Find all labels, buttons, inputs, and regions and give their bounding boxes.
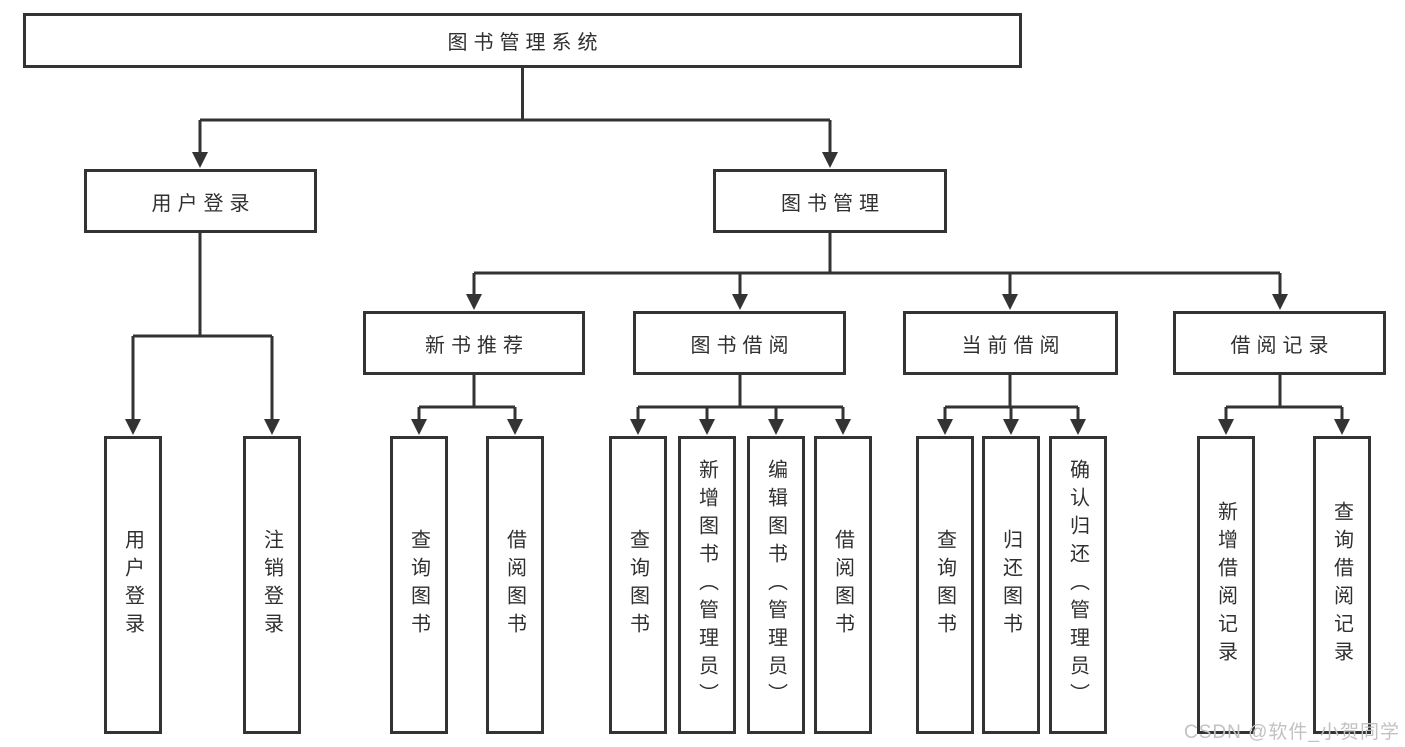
leaf-confirm-return-admin: 确认归还（管理员） (1049, 436, 1107, 734)
arrow-down-icon (1272, 294, 1288, 310)
arrow-down-icon (835, 419, 851, 435)
arrow-down-icon (699, 419, 715, 435)
leaf-query-borrowing-record: 查询借阅记录 (1313, 436, 1371, 734)
node-library-management-system: 图书管理系统 (23, 13, 1022, 68)
leaf-user-login: 用户登录 (104, 436, 162, 734)
arrow-down-icon (507, 419, 523, 435)
arrow-down-icon (937, 419, 953, 435)
arrow-down-icon (411, 419, 427, 435)
leaf-query-books-borrowing: 查询图书 (609, 436, 667, 734)
node-new-book-recommendation: 新书推荐 (363, 311, 585, 375)
node-user-login: 用户登录 (84, 169, 317, 233)
arrow-down-icon (192, 152, 208, 168)
csdn-watermark: CSDN @软件_小贺同学 (1184, 722, 1400, 743)
leaf-add-books-admin: 新增图书（管理员） (678, 436, 736, 734)
arrow-down-icon (732, 294, 748, 310)
leaf-borrow-books-borrowing: 借阅图书 (814, 436, 872, 734)
arrow-down-icon (1002, 294, 1018, 310)
connector-arrows (125, 152, 1350, 435)
leaf-query-books-current: 查询图书 (916, 436, 974, 734)
leaf-return-books: 归还图书 (982, 436, 1040, 734)
arrow-down-icon (1334, 419, 1350, 435)
leaf-query-books-recommend: 查询图书 (390, 436, 448, 734)
node-current-borrowing: 当前借阅 (903, 311, 1118, 375)
leaf-borrow-books-recommend: 借阅图书 (486, 436, 544, 734)
connector-path (131, 68, 1344, 420)
leaf-edit-books-admin: 编辑图书（管理员） (747, 436, 805, 734)
arrow-down-icon (768, 419, 784, 435)
node-book-borrowing: 图书借阅 (633, 311, 846, 375)
arrow-down-icon (125, 419, 141, 435)
node-borrowing-records: 借阅记录 (1173, 311, 1386, 375)
arrow-down-icon (1003, 419, 1019, 435)
leaf-add-borrowing-record: 新增借阅记录 (1197, 436, 1255, 734)
arrow-down-icon (1218, 419, 1234, 435)
arrow-down-icon (630, 419, 646, 435)
arrow-down-icon (264, 419, 280, 435)
node-book-management: 图书管理 (713, 169, 947, 233)
arrow-down-icon (466, 294, 482, 310)
arrow-down-icon (1070, 419, 1086, 435)
leaf-logout: 注销登录 (243, 436, 301, 734)
arrow-down-icon (822, 152, 838, 168)
